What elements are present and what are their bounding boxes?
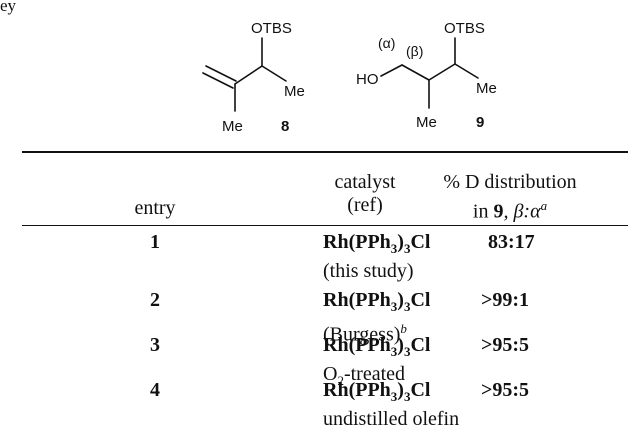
header-distribution-line1: % D distribution <box>443 171 577 193</box>
row-entry: 1 <box>150 231 160 253</box>
row-entry: 2 <box>150 289 160 311</box>
row-value: 83:17 <box>488 231 535 253</box>
header-catalyst-line1: catalyst <box>334 171 396 193</box>
vinyl-bond-1 <box>202 72 234 89</box>
catalyst-note: O2-treated <box>323 363 406 388</box>
catalyst-formula: Rh(PPh3)3Cl <box>323 289 431 314</box>
me-label-9a: Me <box>476 80 497 97</box>
compound-number-9: 9 <box>476 114 484 131</box>
catalyst-note: undistilled olefin <box>323 408 460 430</box>
row-value: >95:5 <box>481 334 530 356</box>
otbs-label-8: OTBS <box>251 20 292 37</box>
row-catalyst: Rh(PPh3)3Cl undistilled olefin <box>323 379 459 430</box>
compound-number-8: 8 <box>281 118 289 135</box>
row-catalyst: Rh(PPh3)3Cl (this study) <box>323 231 430 282</box>
bond-c-me2 <box>454 63 479 79</box>
bond-ca-cb <box>401 64 430 81</box>
table-header-rule <box>22 225 628 226</box>
header-entry: entry <box>134 197 176 219</box>
catalyst-note: (this study) <box>323 260 414 282</box>
chemical-structures: OTBS Me Me 8 OTBS HO (α) (β) Me Me 9 <box>0 0 635 150</box>
header-dist-footnote: a <box>540 198 548 213</box>
row-footnote: b <box>400 321 407 336</box>
row-value: >95:5 <box>481 379 530 401</box>
ho-label-9: HO <box>356 71 379 88</box>
bond-c-me2 <box>261 65 287 82</box>
header-dist-suffix: , β:α <box>503 200 541 223</box>
bond-c-c <box>234 65 263 85</box>
me-label-8a: Me <box>284 83 305 100</box>
row-entry: 3 <box>150 334 160 356</box>
alpha-label: (α) <box>378 35 395 51</box>
row-value: >99:1 <box>481 289 530 311</box>
row-catalyst: Rh(PPh3)3Cl (Burgess)b <box>323 289 430 346</box>
header-catalyst: catalyst (ref) <box>260 171 470 217</box>
page-fragment-text: ey <box>0 0 17 15</box>
beta-label: (β) <box>406 43 423 59</box>
header-dist-compound: 9 <box>493 200 504 223</box>
bond-cb-c <box>428 63 456 81</box>
me-label-8b: Me <box>222 118 243 135</box>
header-distribution: % D distribution in 9, β:αa <box>390 171 630 224</box>
catalyst-note: (Burgess)b <box>323 321 407 346</box>
catalyst-formula: Rh(PPh3)3Cl <box>323 334 431 359</box>
header-distribution-line2: in 9, β:αa <box>390 194 630 224</box>
header-dist-prefix: in <box>472 200 494 223</box>
header-catalyst-line2: (ref) <box>347 194 383 216</box>
catalyst-formula: Rh(PPh3)3Cl <box>323 231 431 256</box>
structure-drawing: OTBS Me Me 8 OTBS HO (α) (β) Me Me 9 <box>202 20 497 135</box>
otbs-label-9: OTBS <box>444 20 485 37</box>
vinyl-bond-2 <box>205 65 237 82</box>
row-entry: 4 <box>150 379 160 401</box>
me-label-9b: Me <box>416 114 437 131</box>
row-catalyst: Rh(PPh3)3Cl O2-treated <box>323 334 430 392</box>
table-top-rule <box>22 151 628 153</box>
catalyst-formula: Rh(PPh3)3Cl <box>323 379 431 404</box>
bond-ho-c <box>380 64 403 77</box>
